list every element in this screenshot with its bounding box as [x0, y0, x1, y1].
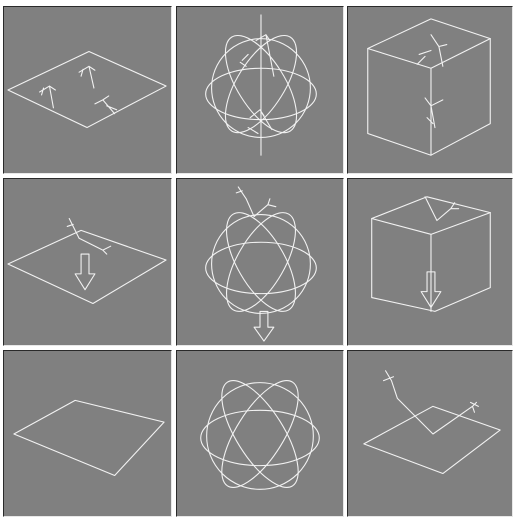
viewport-plane-3-gizmos[interactable]	[3, 6, 172, 174]
viewport-cube-gizmo-arrow[interactable]	[347, 178, 513, 346]
viewport-plane-large-gizmo[interactable]	[347, 350, 513, 517]
viewport-sphere-gizmo-arrow[interactable]	[176, 178, 344, 346]
plane-with-gizmos-icon	[4, 7, 171, 173]
cube-with-arrow-icon	[348, 179, 512, 345]
viewport-sphere-4-gizmos[interactable]	[176, 6, 344, 174]
viewport-plane-gizmo-arrow[interactable]	[3, 178, 172, 346]
plane-with-large-gizmo-icon	[348, 351, 512, 516]
cube-with-gizmos-icon	[348, 7, 512, 173]
plane-icon	[4, 351, 171, 516]
sphere-icon	[177, 351, 343, 516]
sphere-with-arrow-icon	[177, 179, 343, 345]
plane-with-arrow-icon	[4, 179, 171, 345]
sphere-with-gizmos-icon	[177, 7, 343, 173]
viewport-plane[interactable]	[3, 350, 172, 517]
viewport-cube-2-gizmos[interactable]	[347, 6, 513, 174]
viewport-sphere[interactable]	[176, 350, 344, 517]
